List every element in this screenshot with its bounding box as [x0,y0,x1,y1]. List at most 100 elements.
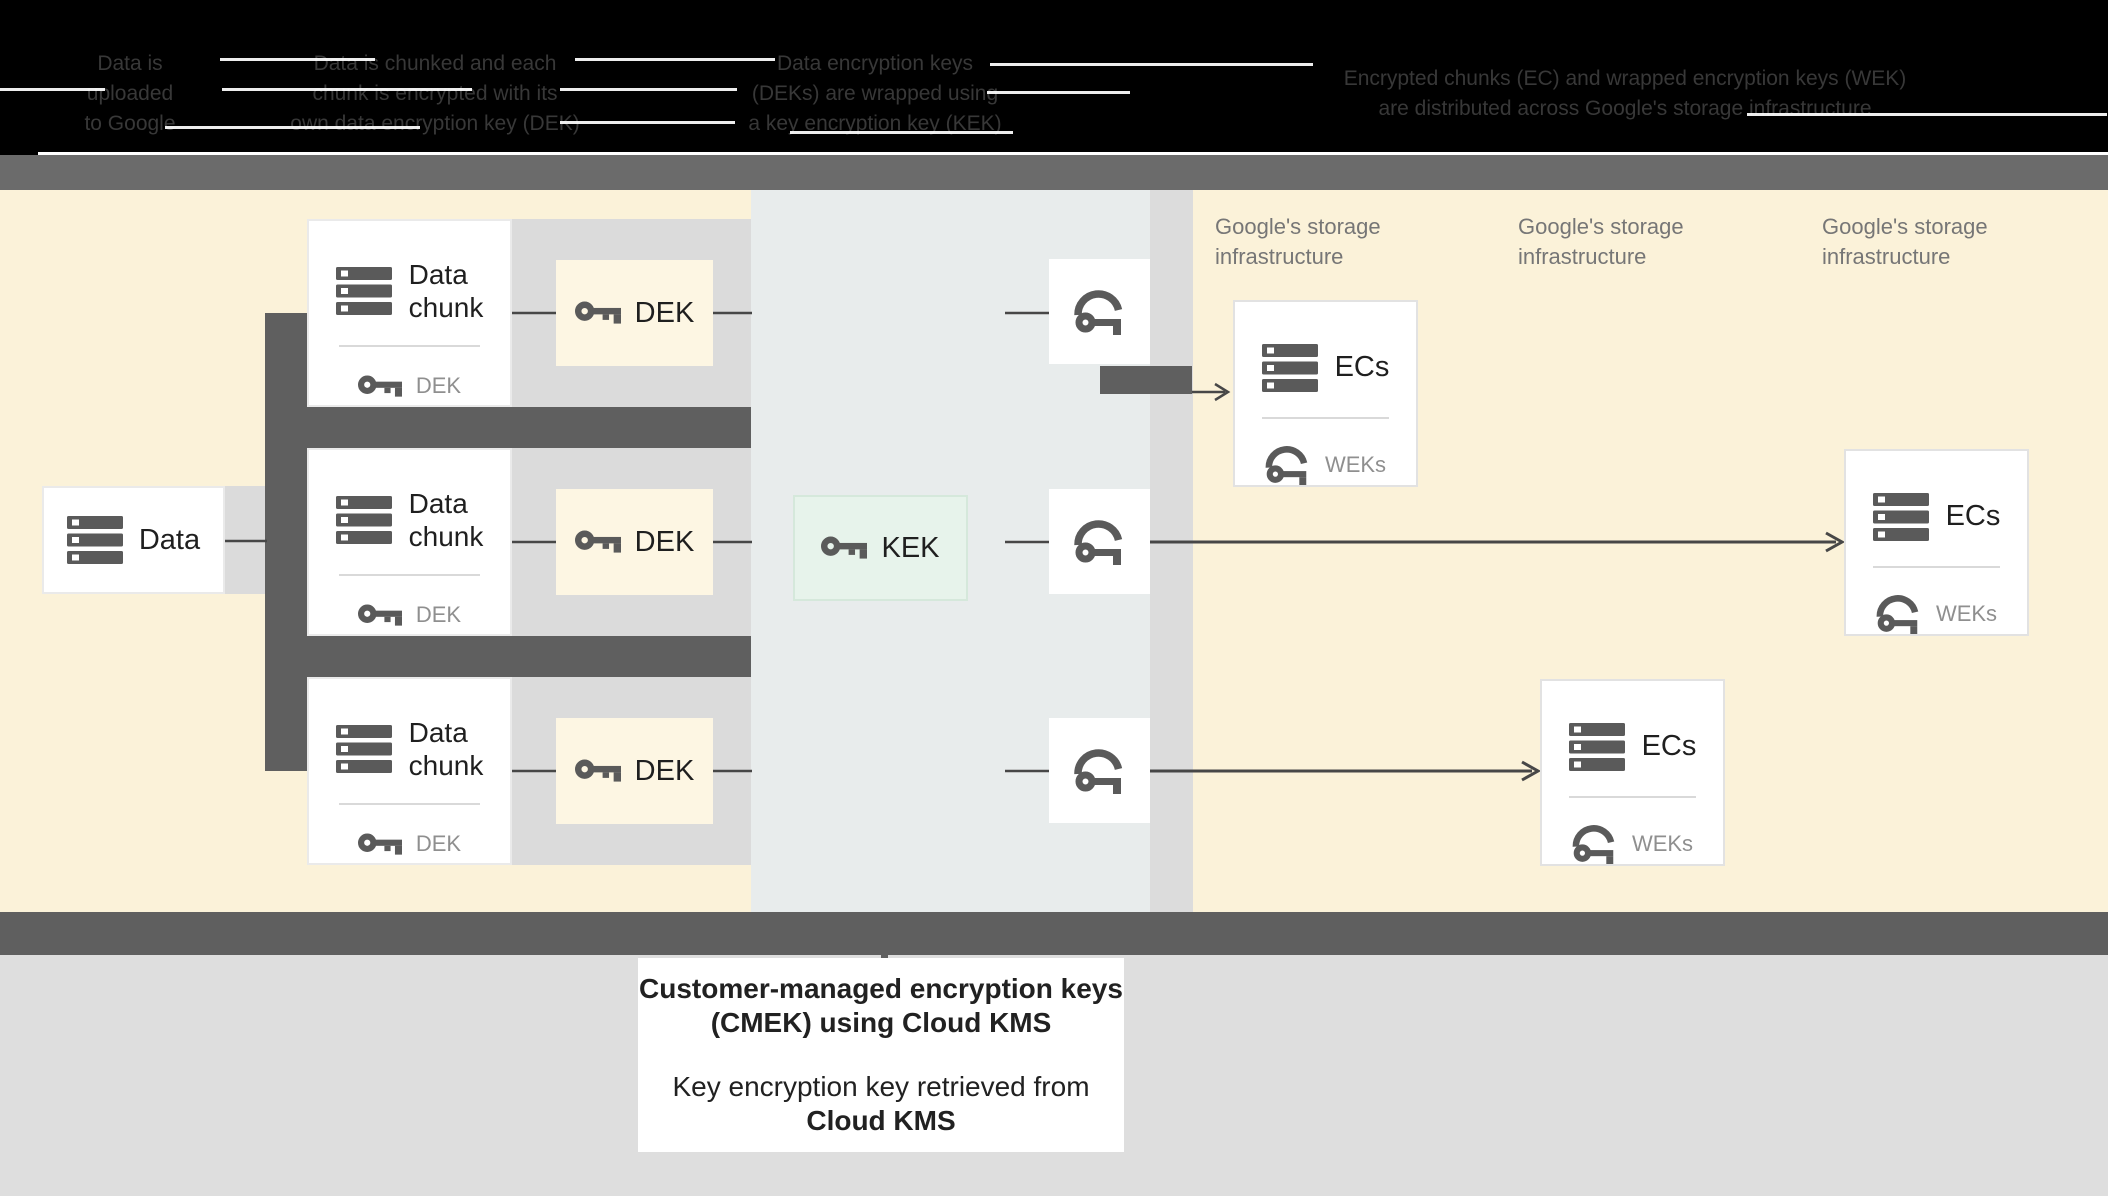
chunk-title-row: Data chunk [336,703,483,795]
wrapped-key-icon [1074,519,1126,565]
ec-key-row: WEKs [1265,445,1386,485]
encrypted-chunk-box: ECs WEKs [1540,679,1725,866]
caption-line: Data encryption keys [776,52,974,75]
ec-title-row: ECs [1262,326,1390,409]
connector-band [307,407,751,448]
chunk-key-row: DEK [358,831,461,857]
ec-title-row: ECs [1873,475,2000,558]
wrapped-key-icon [1876,594,1922,634]
header-caption-distribution: Encrypted chunks (EC) and wrapped encryp… [1300,42,1950,146]
header-band: Data is uploaded to Google Data is chunk… [0,0,2108,155]
wrapped-key-box [1049,259,1150,364]
storage-infrastructure-label: Google's storage infrastructure [1215,212,1475,272]
key-icon [358,603,402,628]
chunk-key-label: DEK [415,602,462,627]
data-box-label: Data [138,523,201,556]
dek-box: DEK [556,489,713,595]
top-divider-bar [0,155,2108,190]
storage-label-line: Google's storage [1215,214,1381,239]
caption-line: a key encryption key (KEK) [748,112,1002,135]
box-divider [1569,796,1696,798]
encrypted-chunk-box: ECs WEKs [1844,449,2029,636]
wrapped-key-icon [1572,824,1618,864]
header-caption-chunking: Data is chunked and each chunk is encryp… [285,42,585,146]
redaction-streak [1747,113,2107,116]
caption-line: to Google [84,112,176,135]
caption-body-line: Cloud KMS [806,1105,956,1136]
redaction-streak [790,131,1013,134]
chunk-key-label: DEK [415,831,462,856]
key-icon [575,758,621,784]
data-chunk-box: Data chunk DEK [307,677,512,865]
redaction-streak [990,63,1313,66]
wrapped-key-box [1049,489,1150,594]
chunk-title-line: Data [408,717,468,748]
storage-infrastructure-label: Google's storage infrastructure [1822,212,2082,272]
caption-line: uploaded [86,82,174,105]
data-chunk-box: Data chunk DEK [307,448,512,636]
header-caption-wrapping: Data encryption keys (DEKs) are wrapped … [725,42,1025,146]
key-icon [358,374,402,399]
caption-line: Data is [97,52,163,75]
chunk-title-line: Data [408,488,468,519]
redaction-streak [560,121,735,124]
chunk-title-line: chunk [408,521,484,552]
database-icon [67,516,123,564]
ec-box-label: ECs [1641,730,1697,762]
key-icon [575,529,621,555]
wrapped-key-box [1049,718,1150,823]
storage-label-line: Google's storage [1822,214,1988,239]
caption-line: (DEKs) are wrapped using [751,82,999,105]
caption-line: Data is chunked and each [313,52,557,75]
ec-key-label: WEKs [1935,601,1998,626]
storage-label-line: infrastructure [1215,244,1344,269]
database-icon [336,496,392,544]
redaction-streak [560,88,737,91]
redaction-streak [987,91,1130,94]
bottom-divider-bar [0,912,2108,955]
dek-box-label: DEK [634,525,695,558]
ec-key-row: WEKs [1876,594,1997,634]
header-caption-upload: Data is uploaded to Google [30,42,230,146]
flow-band [223,486,266,594]
storage-handoff-strip [1150,190,1193,912]
ec-key-label: WEKs [1631,831,1694,856]
storage-infrastructure-label: Google's storage infrastructure [1518,212,1778,272]
chunk-title-line: Data [408,259,468,290]
chunk-title-line: chunk [408,292,484,323]
chunk-key-label: DEK [415,373,462,398]
box-divider [339,574,480,576]
box-divider [1873,566,2000,568]
ec-box-label: ECs [1334,351,1390,383]
caption-title-line: (CMEK) using Cloud KMS [710,1007,1052,1038]
caption-body-line: Key encryption key retrieved from [672,1071,1090,1102]
caption-line: chunk is encrypted with its [312,82,558,105]
caption-line: are distributed across Google's storage … [1378,97,1872,120]
wrapped-key-icon [1074,289,1126,335]
key-icon [821,535,867,561]
caption-title-line: Customer-managed encryption keys [639,973,1123,1004]
caption-connector-tick [881,948,888,962]
database-icon [336,267,392,315]
chunk-title-row: Data chunk [336,245,484,337]
caption-line: own data encryption key (DEK) [290,112,580,135]
database-icon [1873,493,1929,541]
chunk-title-row: Data chunk [336,474,484,566]
chunk-key-row: DEK [358,373,461,399]
storage-label-line: infrastructure [1518,244,1647,269]
ec-key-label: WEKs [1324,452,1387,477]
dek-box: DEK [556,718,713,824]
redaction-streak [165,126,420,129]
connector-trunk [265,313,307,771]
cmek-caption-box: Customer-managed encryption keys (CMEK) … [638,958,1124,1152]
dek-box: DEK [556,260,713,366]
caption-line: Encrypted chunks (EC) and wrapped encryp… [1343,67,1907,90]
storage-label-line: infrastructure [1822,244,1951,269]
dek-box-label: DEK [634,296,695,329]
key-icon [358,832,402,857]
redaction-streak [0,88,105,91]
storage-label-line: Google's storage [1518,214,1684,239]
connector-band [307,636,751,677]
box-divider [339,345,480,347]
